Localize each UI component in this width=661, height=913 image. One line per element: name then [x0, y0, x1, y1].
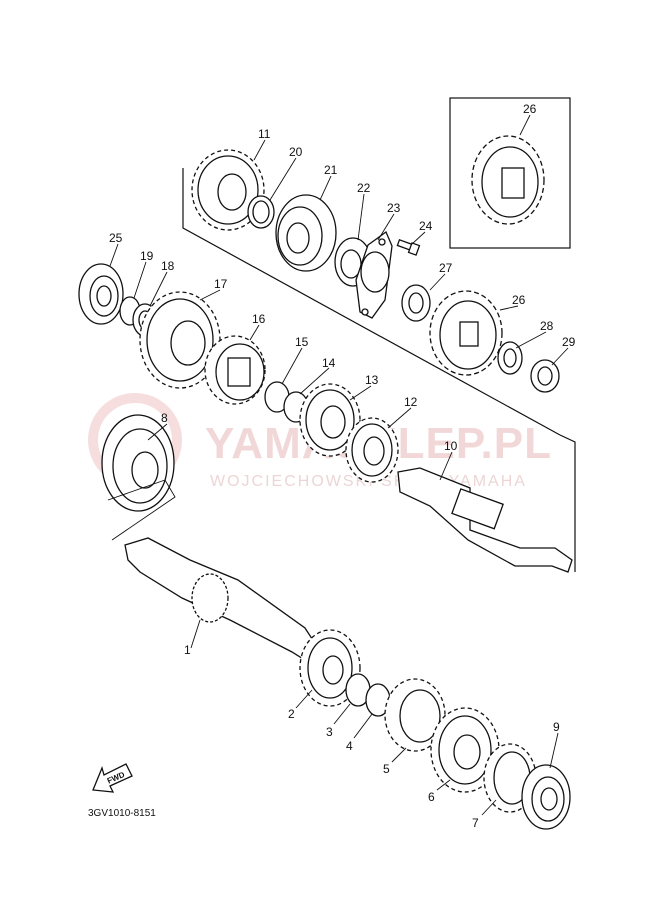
part-label-26: 26	[512, 293, 526, 307]
bolt-24	[396, 238, 421, 256]
lockwasher-28	[497, 341, 523, 375]
part-label-25: 25	[109, 231, 123, 245]
gear-6	[430, 707, 500, 793]
part-label-24: 24	[419, 219, 433, 233]
bearing-9	[521, 764, 571, 830]
part-label-17: 17	[214, 277, 228, 291]
part-label-8: 8	[161, 411, 168, 425]
washer-20	[247, 195, 275, 229]
part-label-27: 27	[439, 261, 453, 275]
bearing-8-leader	[107, 479, 176, 541]
part-label-11: 11	[258, 127, 271, 141]
bearing-25	[78, 263, 124, 325]
plate-23	[355, 230, 393, 319]
gear-13	[299, 383, 361, 457]
part-number-labels: 1 2 3 4 5 6 7 8 9 10 11 12 13 14 15 16 1…	[109, 102, 576, 830]
leader-lines	[109, 114, 569, 816]
seal-22	[334, 237, 372, 287]
part-label-3: 3	[326, 725, 333, 739]
part-label-22: 22	[357, 181, 371, 195]
sprocket-26	[429, 290, 503, 376]
part-label-5: 5	[383, 762, 390, 776]
part-label-29: 29	[562, 335, 576, 349]
part-label-19: 19	[140, 249, 154, 263]
part-label-26-inset: 26	[523, 102, 537, 116]
inset-box	[449, 97, 571, 249]
part-label-18: 18	[161, 259, 175, 273]
main-shaft-10	[397, 467, 573, 573]
document-code: 3GV1010-8151	[88, 808, 156, 819]
part-label-7: 7	[472, 816, 479, 830]
part-label-12: 12	[404, 395, 418, 409]
part-label-2: 2	[288, 707, 295, 721]
bearing-21	[275, 194, 337, 272]
gear-11	[191, 149, 265, 231]
fwd-arrow-icon: FWD	[92, 763, 133, 793]
part-label-16: 16	[252, 312, 266, 326]
gear-17	[139, 291, 221, 389]
sprocket-26-inset	[471, 135, 545, 225]
part-label-21: 21	[324, 163, 338, 177]
gear-5	[384, 678, 446, 752]
collar-27	[401, 284, 431, 322]
part-label-9: 9	[553, 720, 560, 734]
gear-2	[299, 629, 361, 707]
bearing-8	[101, 414, 175, 512]
gear-12	[345, 417, 399, 483]
part-label-14: 14	[322, 356, 336, 370]
part-label-20: 20	[289, 145, 303, 159]
part-label-13: 13	[365, 373, 379, 387]
nut-29	[530, 359, 560, 393]
group-bracket	[182, 168, 576, 572]
part-label-28: 28	[540, 319, 554, 333]
part-label-15: 15	[295, 335, 309, 349]
part-label-10: 10	[444, 439, 458, 453]
gear-16	[204, 335, 266, 405]
part-label-23: 23	[387, 201, 401, 215]
part-label-1: 1	[184, 643, 191, 657]
shaft-1	[124, 537, 319, 663]
part-label-4: 4	[346, 739, 353, 753]
part-label-6: 6	[428, 790, 435, 804]
